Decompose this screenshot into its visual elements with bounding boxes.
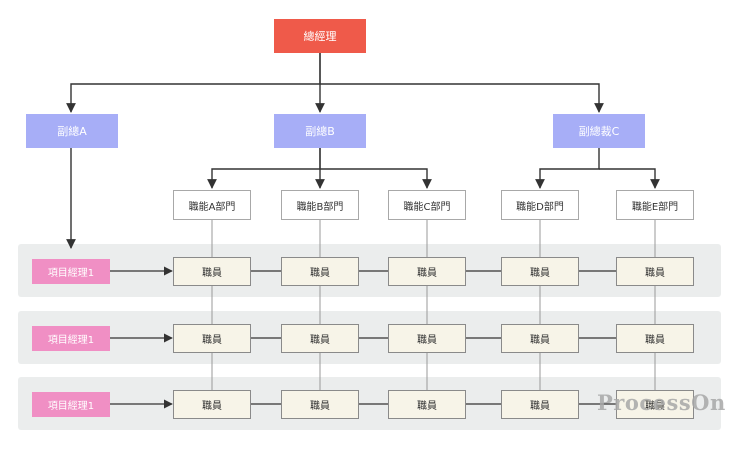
employee-node[interactable]: 職員 (501, 390, 579, 419)
vp-node-a[interactable]: 副總A (26, 114, 118, 148)
employee-node[interactable]: 職員 (281, 324, 359, 353)
employee-node[interactable]: 職員 (616, 257, 694, 286)
project-manager-node-1[interactable]: 項目經理1 (32, 259, 110, 284)
connector-vp-b-dept-c (320, 168, 432, 189)
employee-node[interactable]: 職員 (388, 390, 466, 419)
vp-node-c[interactable]: 副總裁C (553, 114, 645, 148)
employee-node[interactable]: 職員 (173, 390, 251, 419)
project-manager-node-2[interactable]: 項目經理1 (32, 326, 110, 351)
dept-node-d[interactable]: 職能D部門 (501, 190, 579, 220)
vp-node-b[interactable]: 副總B (274, 114, 366, 148)
employee-node[interactable]: 職員 (501, 257, 579, 286)
ceo-node[interactable]: 總經理 (274, 19, 366, 53)
employee-node[interactable]: 職員 (616, 390, 694, 419)
dept-node-b[interactable]: 職能B部門 (281, 190, 359, 220)
project-manager-node-3[interactable]: 項目經理1 (32, 392, 110, 417)
employee-node[interactable]: 職員 (616, 324, 694, 353)
connector-vp-c-dept-e (599, 168, 660, 189)
dept-node-a[interactable]: 職能A部門 (173, 190, 251, 220)
connector-ceo-vp-a (66, 53, 321, 113)
dept-node-c[interactable]: 職能C部門 (388, 190, 466, 220)
employee-node[interactable]: 職員 (388, 324, 466, 353)
connector-vp-c-dept-d (535, 148, 600, 189)
dept-node-e[interactable]: 職能E部門 (616, 190, 694, 220)
processon-watermark: ProcessOn (597, 390, 726, 415)
employee-node[interactable]: 職員 (281, 257, 359, 286)
employee-node[interactable]: 職員 (173, 324, 251, 353)
employee-node[interactable]: 職員 (501, 324, 579, 353)
employee-node[interactable]: 職員 (281, 390, 359, 419)
employee-node[interactable]: 職員 (388, 257, 466, 286)
connector-vp-b-dept-a (207, 148, 321, 189)
employee-node[interactable]: 職員 (173, 257, 251, 286)
connector-ceo-vp-c (320, 83, 604, 113)
